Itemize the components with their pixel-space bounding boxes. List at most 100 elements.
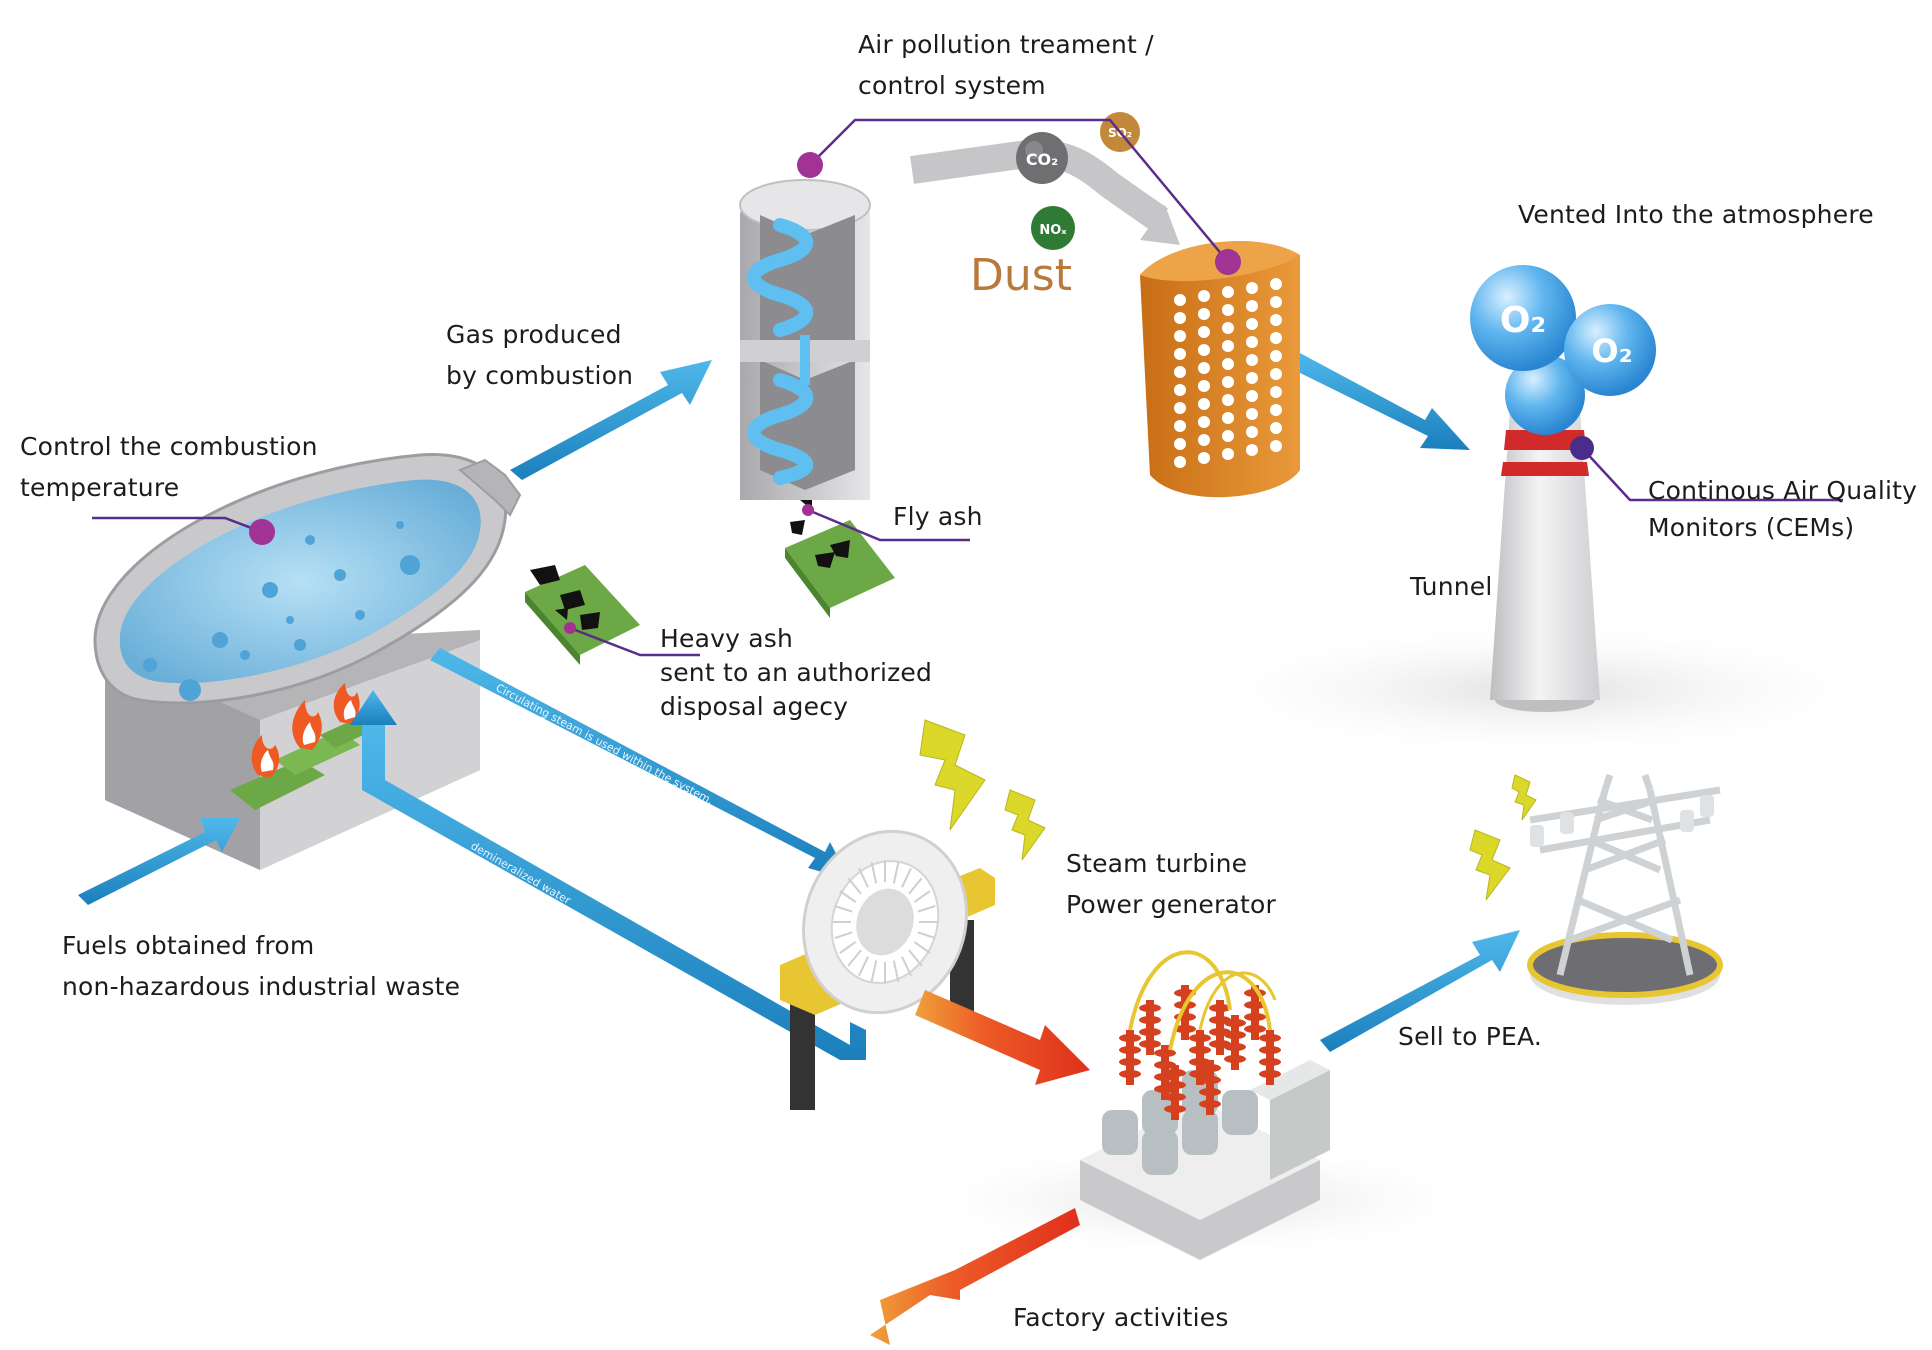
filter-hole bbox=[1246, 408, 1258, 420]
filter-hole bbox=[1246, 300, 1258, 312]
turbine-blade bbox=[913, 890, 931, 903]
filter-hole bbox=[1222, 340, 1234, 352]
fuel-arrow bbox=[78, 818, 240, 905]
transformer-insulator bbox=[1164, 1065, 1186, 1120]
callout-fly-ash bbox=[807, 508, 970, 542]
turbine-blade bbox=[917, 905, 936, 913]
filter-hole bbox=[1222, 430, 1234, 442]
filter-hole bbox=[1222, 304, 1234, 316]
sell-arrow bbox=[1320, 930, 1520, 1052]
filter-hole bbox=[1270, 278, 1282, 290]
filter-hole bbox=[1222, 376, 1234, 388]
filter-hole bbox=[1174, 402, 1186, 414]
filter-hole bbox=[1222, 394, 1234, 406]
turbine-blade bbox=[858, 867, 869, 888]
water-bubbles bbox=[143, 521, 420, 701]
scrubber-tower bbox=[739, 179, 871, 500]
turbine-output-arrow bbox=[915, 990, 1090, 1085]
filter-hole bbox=[1270, 350, 1282, 362]
callout-air-pollution-filter bbox=[1040, 118, 1229, 263]
transformer-insulator bbox=[1119, 1030, 1141, 1085]
transformer-coil bbox=[1102, 1110, 1138, 1155]
filter-hole bbox=[1174, 330, 1186, 342]
filter-hole bbox=[1198, 434, 1210, 446]
filter-hole bbox=[1198, 326, 1210, 338]
turbine-blade bbox=[892, 960, 900, 983]
turbine-blade bbox=[839, 941, 857, 954]
fly-ash-tray bbox=[785, 498, 895, 618]
filter-hole bbox=[1174, 294, 1186, 306]
filter-hole bbox=[1246, 282, 1258, 294]
turbine-blade bbox=[834, 931, 853, 939]
filter-hole bbox=[1174, 384, 1186, 396]
gas-arrow bbox=[510, 360, 712, 480]
filter-hole bbox=[1198, 344, 1210, 356]
turbine-blade bbox=[908, 877, 923, 895]
filter-hole bbox=[1222, 412, 1234, 424]
filter-hole bbox=[1222, 322, 1234, 334]
steam-turbine bbox=[780, 829, 995, 1110]
turbine-blade bbox=[839, 890, 857, 903]
fire-trays bbox=[230, 683, 392, 810]
filter-to-chimney-arrow bbox=[1290, 352, 1470, 450]
turbine-blade bbox=[892, 861, 900, 884]
dot-fly-ash bbox=[802, 504, 814, 516]
transformer-coil bbox=[1142, 1130, 1178, 1175]
transformer-insulator bbox=[1244, 985, 1266, 1040]
chimney bbox=[1490, 400, 1600, 712]
filter-hole bbox=[1222, 448, 1234, 460]
blue-arrows bbox=[78, 352, 1520, 1060]
co2-label: CO₂ bbox=[1026, 150, 1058, 169]
demineralized-water-arrowhead bbox=[350, 690, 397, 725]
demineralized-water-pipe bbox=[362, 720, 866, 1060]
transformer bbox=[1080, 950, 1330, 1260]
filter-hole bbox=[1174, 312, 1186, 324]
filter-hole bbox=[1198, 398, 1210, 410]
turbine-blade bbox=[917, 931, 936, 939]
nox-label: NOₓ bbox=[1039, 223, 1067, 238]
filter-hole bbox=[1174, 456, 1186, 468]
filter-hole bbox=[1270, 440, 1282, 452]
label-vented: Vented Into the atmosphere bbox=[1518, 200, 1874, 229]
filter-hole bbox=[1198, 362, 1210, 374]
turbine-blade bbox=[858, 956, 869, 977]
transformer-insulator bbox=[1174, 985, 1196, 1040]
transformer-insulator bbox=[1224, 1015, 1246, 1070]
transmission-tower bbox=[1527, 773, 1723, 1005]
filter-hole bbox=[1270, 404, 1282, 416]
lightning-icons bbox=[919, 719, 1537, 901]
turbine-blade bbox=[913, 941, 931, 954]
co2-ball: CO₂ bbox=[1016, 132, 1068, 184]
turbine-blade bbox=[901, 956, 912, 977]
filter-hole bbox=[1270, 422, 1282, 434]
callout-dots bbox=[249, 152, 1594, 634]
filter-hole bbox=[1174, 366, 1186, 378]
filter-hole bbox=[1270, 386, 1282, 398]
transformer-insulator bbox=[1139, 1000, 1161, 1055]
factory-arrow bbox=[870, 1208, 1080, 1345]
dot-heavy-ash bbox=[564, 622, 576, 634]
turbine-blades bbox=[833, 860, 937, 984]
filter-hole bbox=[1174, 438, 1186, 450]
turbine-blade bbox=[870, 861, 878, 884]
filter-hole bbox=[1246, 318, 1258, 330]
filter-hole bbox=[1246, 372, 1258, 384]
callout-control-temp bbox=[92, 516, 263, 534]
nox-ball: NOₓ bbox=[1031, 206, 1075, 250]
transformer-coil bbox=[1222, 1090, 1258, 1135]
dot-filter bbox=[1215, 249, 1241, 275]
gas-pipe-arrowhead bbox=[1140, 205, 1180, 245]
filter-hole bbox=[1174, 348, 1186, 360]
filter-hole bbox=[1246, 390, 1258, 402]
transformer-insulators bbox=[1119, 985, 1281, 1120]
transformer-coil bbox=[1182, 1110, 1218, 1155]
turbine-blade bbox=[908, 949, 923, 967]
filter-hole bbox=[1246, 444, 1258, 456]
filter-hole bbox=[1198, 452, 1210, 464]
filter-hole bbox=[1246, 426, 1258, 438]
filter-hole bbox=[1174, 420, 1186, 432]
